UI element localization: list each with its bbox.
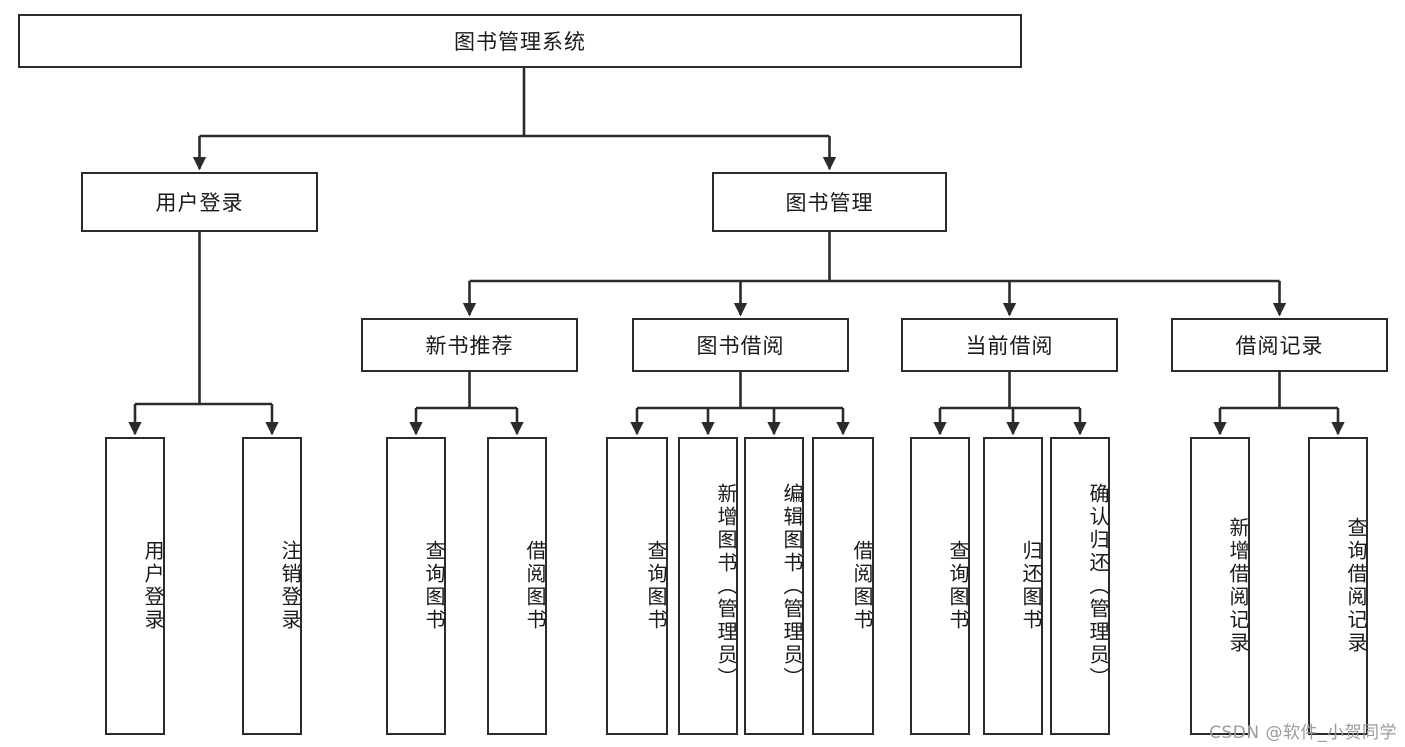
leaf-node-确认归还管理员-10[interactable]: 确认归还（管理员）: [1050, 437, 1110, 735]
csdn-watermark: CSDN @软件_小贺同学: [1209, 723, 1397, 743]
leaf-node-用户登录-0[interactable]: 用户登录: [105, 437, 165, 735]
leaf-node-注销登录-1[interactable]: 注销登录: [242, 437, 302, 735]
node-label: 确认归还（管理员）: [1086, 482, 1110, 690]
node-label: 图书借阅: [696, 334, 785, 358]
node-label: 归还图书: [1019, 540, 1043, 632]
leaf-node-查询图书-8[interactable]: 查询图书: [910, 437, 970, 735]
level3-node-借阅记录[interactable]: 借阅记录: [1171, 318, 1388, 372]
node-label: 编辑图书（管理员）: [780, 482, 804, 690]
leaf-node-借阅图书-3[interactable]: 借阅图书: [487, 437, 547, 735]
node-label: 注销登录: [278, 540, 302, 632]
node-label: 当前借阅: [965, 334, 1054, 358]
level3-node-当前借阅[interactable]: 当前借阅: [901, 318, 1118, 372]
node-label: 用户登录: [155, 191, 244, 215]
level2-node-图书管理[interactable]: 图书管理: [712, 172, 947, 232]
node-label: 借阅记录: [1235, 334, 1324, 358]
node-label: 新增借阅记录: [1226, 517, 1250, 655]
node-label: 查询图书: [946, 540, 970, 632]
leaf-node-查询图书-4[interactable]: 查询图书: [606, 437, 668, 735]
node-label: 借阅图书: [850, 540, 874, 632]
node-label: 新增图书（管理员）: [714, 482, 738, 690]
node-label: 查询图书: [422, 540, 446, 632]
leaf-node-归还图书-9[interactable]: 归还图书: [983, 437, 1043, 735]
node-label: 借阅图书: [523, 540, 547, 632]
level3-node-新书推荐[interactable]: 新书推荐: [361, 318, 578, 372]
leaf-node-新增图书管理员-5[interactable]: 新增图书（管理员）: [678, 437, 738, 735]
leaf-node-新增借阅记录-11[interactable]: 新增借阅记录: [1190, 437, 1250, 735]
leaf-node-编辑图书管理员-6[interactable]: 编辑图书（管理员）: [744, 437, 804, 735]
node-label: 图书管理系统: [454, 30, 586, 54]
leaf-node-查询借阅记录-12[interactable]: 查询借阅记录: [1308, 437, 1368, 735]
level3-node-图书借阅[interactable]: 图书借阅: [632, 318, 849, 372]
root-node-图书管理系统[interactable]: 图书管理系统: [18, 14, 1022, 68]
node-label: 图书管理: [785, 191, 874, 215]
leaf-node-查询图书-2[interactable]: 查询图书: [386, 437, 446, 735]
node-label: 查询图书: [644, 540, 668, 632]
node-label: 查询借阅记录: [1344, 517, 1368, 655]
node-label: 新书推荐: [425, 334, 514, 358]
node-label: 用户登录: [141, 540, 165, 632]
leaf-node-借阅图书-7[interactable]: 借阅图书: [812, 437, 874, 735]
level2-node-用户登录[interactable]: 用户登录: [81, 172, 318, 232]
